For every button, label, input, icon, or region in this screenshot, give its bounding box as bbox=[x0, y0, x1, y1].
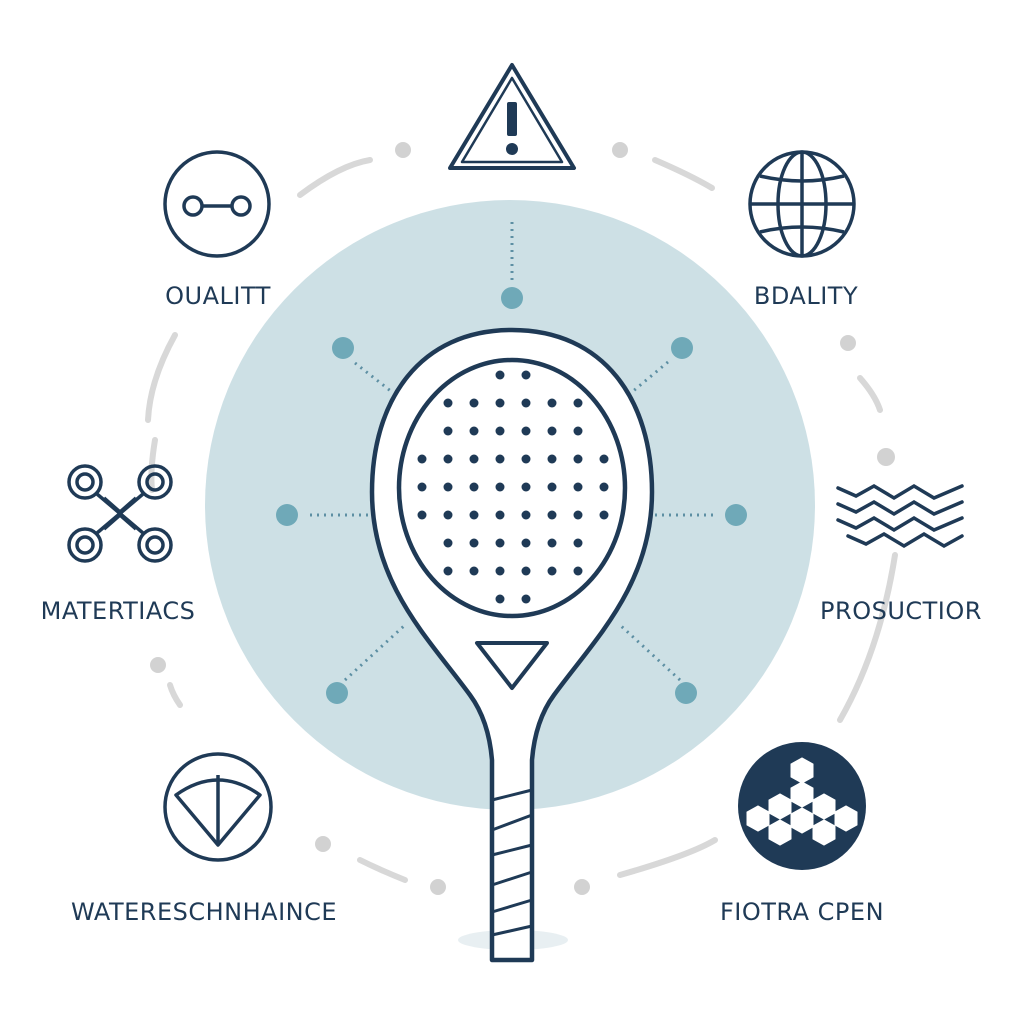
racket-hole bbox=[495, 594, 505, 604]
label-fiotra-cpen: FIOTRA CPEN bbox=[719, 898, 885, 926]
outer-ring-dots bbox=[150, 142, 895, 895]
racket-hole bbox=[443, 398, 453, 408]
connector-dots bbox=[276, 287, 747, 704]
racket-hole bbox=[417, 510, 427, 520]
racket-hole bbox=[443, 510, 453, 520]
racket-hole bbox=[521, 426, 531, 436]
connectors bbox=[310, 222, 718, 682]
racket-hole bbox=[547, 482, 557, 492]
racket-hole bbox=[547, 398, 557, 408]
racket-hole bbox=[547, 426, 557, 436]
warning-icon bbox=[448, 63, 576, 170]
racket-hole bbox=[443, 566, 453, 576]
racket-hole bbox=[573, 398, 583, 408]
racket-hole bbox=[521, 510, 531, 520]
racket-hole bbox=[521, 482, 531, 492]
racket-hole bbox=[495, 426, 505, 436]
racket-hole bbox=[573, 510, 583, 520]
racket-hole bbox=[599, 482, 609, 492]
racket-hole bbox=[521, 370, 531, 380]
racket-hole bbox=[443, 426, 453, 436]
racket-hole bbox=[599, 454, 609, 464]
racket-hole bbox=[521, 398, 531, 408]
racket-hole bbox=[573, 454, 583, 464]
racket-hole bbox=[443, 454, 453, 464]
racket-hole bbox=[469, 482, 479, 492]
racket-hole bbox=[573, 426, 583, 436]
racket-hole bbox=[495, 482, 505, 492]
racket-hole bbox=[547, 538, 557, 548]
racket-hole bbox=[573, 482, 583, 492]
racket-hole bbox=[495, 398, 505, 408]
racket-hole bbox=[495, 538, 505, 548]
racket-hole bbox=[417, 454, 427, 464]
label-watereschnhaince: WATERESCHNHAINCE bbox=[70, 898, 338, 926]
racket-hole bbox=[417, 482, 427, 492]
racket-hole bbox=[495, 566, 505, 576]
racket-hole bbox=[599, 510, 609, 520]
racket-hole bbox=[495, 510, 505, 520]
racket-hole bbox=[443, 482, 453, 492]
racket-hole bbox=[573, 566, 583, 576]
waves-icon bbox=[836, 483, 964, 549]
shield-icon bbox=[163, 752, 273, 862]
racket-hole bbox=[547, 510, 557, 520]
racket-hole bbox=[495, 454, 505, 464]
globe-icon bbox=[748, 150, 856, 258]
label-prosuctior: PROSUCTIOR bbox=[820, 597, 982, 625]
label-oualitt: OUALITT bbox=[165, 282, 271, 310]
padel-racket-icon bbox=[369, 327, 655, 963]
racket-hole bbox=[547, 566, 557, 576]
molecule-icon bbox=[67, 464, 173, 563]
racket-hole bbox=[521, 454, 531, 464]
racket-hole bbox=[469, 510, 479, 520]
label-bdality: BDALITY bbox=[753, 282, 859, 310]
racket-hole bbox=[469, 454, 479, 464]
racket-hole bbox=[469, 426, 479, 436]
racket-hole bbox=[469, 398, 479, 408]
racket-hole bbox=[469, 538, 479, 548]
racket-holes bbox=[417, 370, 609, 604]
honeycomb-icon bbox=[738, 742, 866, 870]
racket-hole bbox=[547, 454, 557, 464]
racket-hole bbox=[521, 538, 531, 548]
racket-hole bbox=[573, 538, 583, 548]
racket-hole bbox=[521, 566, 531, 576]
racket-hole bbox=[521, 594, 531, 604]
racket-hole bbox=[443, 538, 453, 548]
link-icon bbox=[163, 150, 271, 258]
label-matertiacs: MATERTIACS bbox=[40, 597, 196, 625]
racket-hole bbox=[495, 370, 505, 380]
racket-hole bbox=[469, 566, 479, 576]
